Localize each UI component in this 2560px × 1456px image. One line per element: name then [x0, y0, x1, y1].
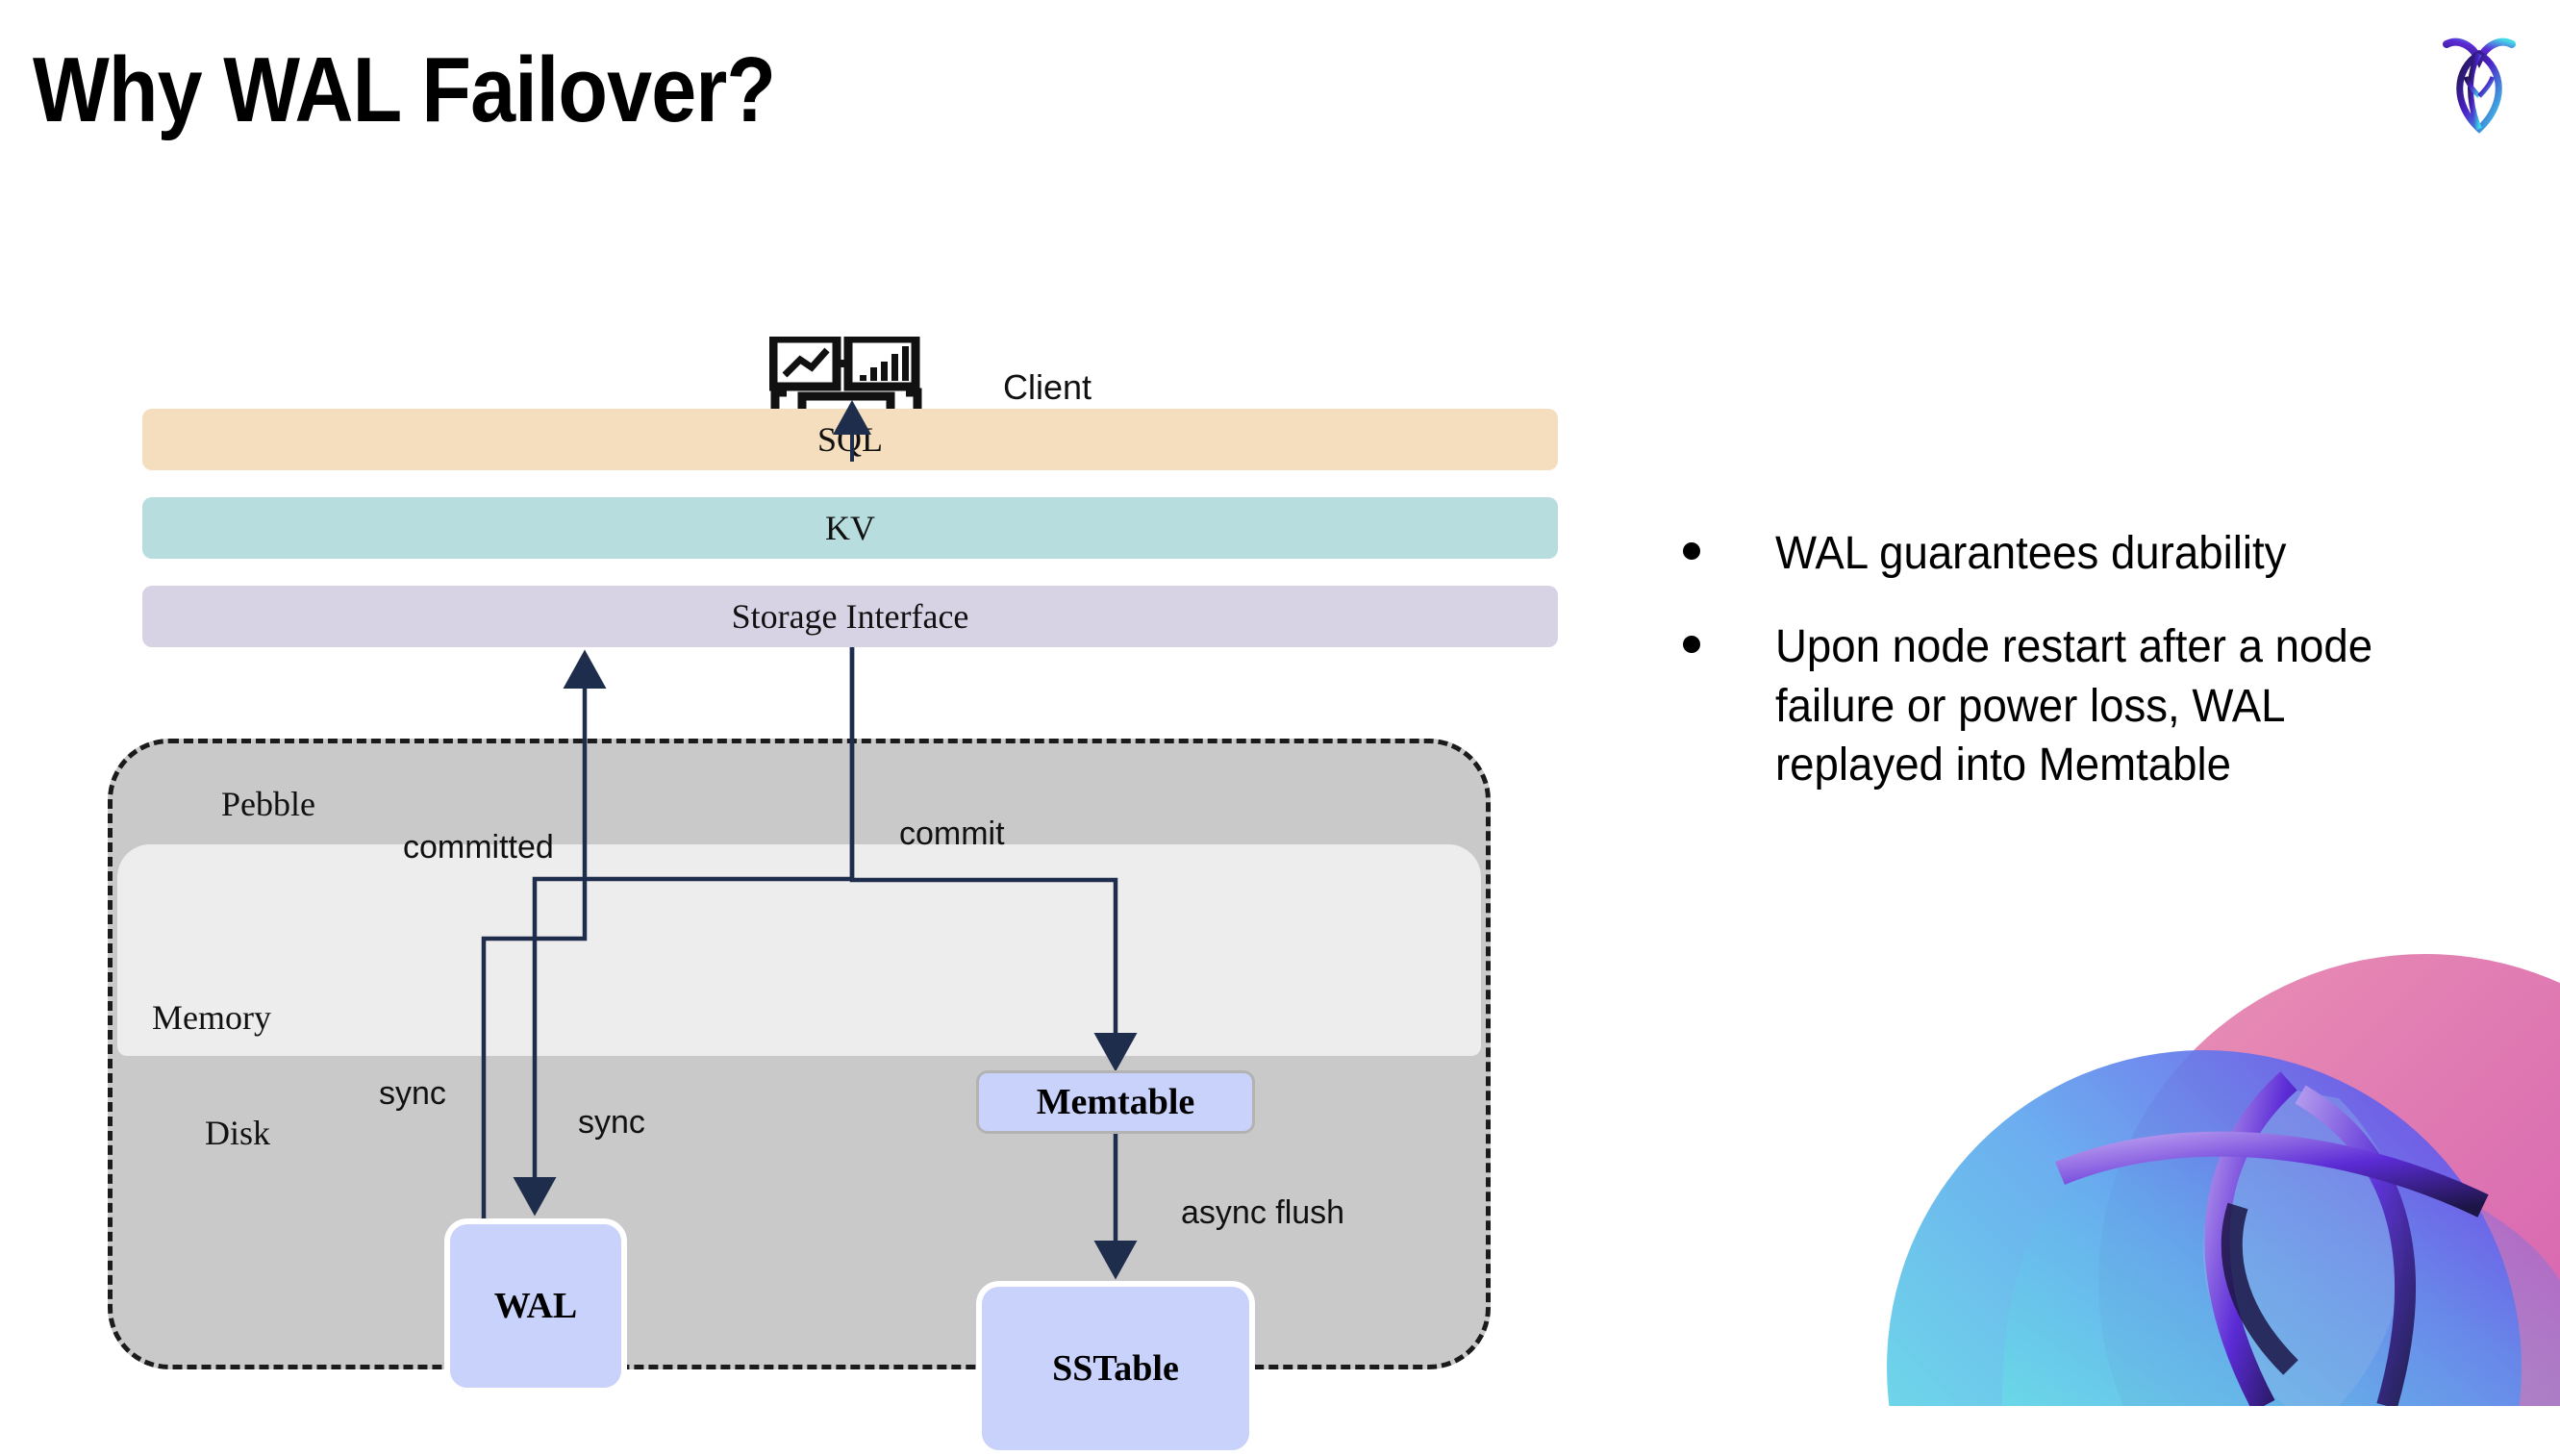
disk-label: Disk: [205, 1114, 271, 1152]
layer-bar-storage-interface: Storage Interface: [142, 586, 1558, 647]
bullet-list: WAL guarantees durability Upon node rest…: [1683, 524, 2491, 830]
bullet-dot-icon: [1683, 542, 1700, 560]
edge-label-committed: committed: [403, 829, 554, 866]
edge-label-sync-wal: sync: [578, 1104, 645, 1141]
cockroach-labs-logo-icon: [2425, 21, 2533, 137]
pebble-label: Pebble: [221, 785, 315, 823]
list-item: WAL guarantees durability: [1683, 524, 2491, 583]
layer-bar-kv: KV: [142, 497, 1558, 559]
architecture-diagram: Client SQL KV Storage Interface Pebble M…: [0, 144, 1635, 1456]
bullet-text: WAL guarantees durability: [1775, 528, 2287, 579]
page-title: Why WAL Failover?: [33, 38, 776, 141]
memory-container: [117, 844, 1481, 1056]
node-wal: WAL: [444, 1218, 627, 1393]
edge-label-sync-committed: sync: [379, 1075, 446, 1112]
cockroach-labs-watermark-icon: [1887, 867, 2560, 1406]
edge-label-async-flush: async flush: [1181, 1194, 1345, 1231]
node-memtable: Memtable: [976, 1070, 1255, 1134]
layer-bar-sql: SQL: [142, 409, 1558, 470]
node-sstable: SSTable: [976, 1281, 1255, 1456]
edge-label-commit: commit: [899, 816, 1005, 852]
bullet-text: Upon node restart after a node failure o…: [1775, 621, 2373, 791]
client-label: Client: [1003, 367, 1092, 407]
list-item: Upon node restart after a node failure o…: [1683, 617, 2491, 794]
bullet-dot-icon: [1683, 636, 1700, 654]
memory-label: Memory: [152, 998, 271, 1037]
